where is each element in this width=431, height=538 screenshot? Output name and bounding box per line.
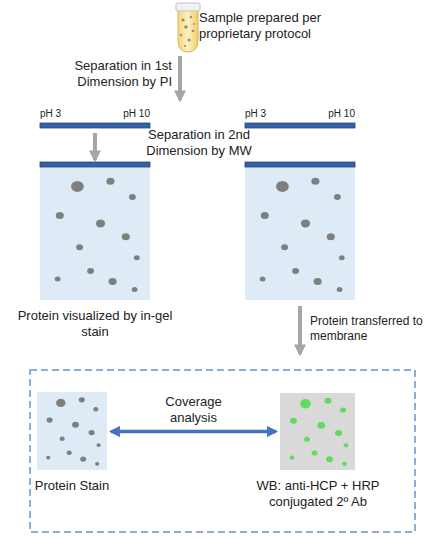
- protein-spot: [96, 443, 100, 447]
- particle: [180, 34, 182, 36]
- protein-spot: [327, 233, 335, 240]
- flow-arrow: [298, 306, 302, 354]
- protein-spot: [122, 233, 130, 240]
- protein-spot: [109, 278, 117, 285]
- step-label: Separation in 2nd Dimension by MW: [124, 127, 274, 159]
- protein-spot: [67, 451, 72, 456]
- protein-spot: [292, 268, 299, 274]
- particle: [187, 38, 190, 41]
- protein-spot: [56, 212, 64, 219]
- protein-spot: [326, 456, 333, 462]
- flow-arrow: [93, 133, 97, 160]
- protein-spot: [281, 244, 288, 250]
- test-tube: [176, 3, 200, 52]
- ph-label: pH 10: [110, 108, 150, 120]
- protein-spot: [89, 430, 95, 435]
- node-text: Protein visualized by in-gel stain: [15, 308, 175, 340]
- double-arrow: [111, 430, 276, 434]
- protein-spot: [87, 268, 94, 274]
- protein-spot: [301, 219, 310, 227]
- protein-spot: [314, 278, 322, 285]
- protein-spot: [300, 399, 311, 408]
- protein-spot: [340, 407, 346, 412]
- flow-arrow: [178, 56, 182, 100]
- strip-node: pH 3 pH 10: [243, 108, 357, 130]
- protein-spot: [79, 397, 85, 402]
- protein-spot: [337, 287, 343, 292]
- ph-label: pH 10: [315, 108, 355, 120]
- protein-spot: [93, 407, 98, 412]
- protein-spot: [290, 456, 295, 460]
- protein-spot: [325, 398, 332, 404]
- gel: [40, 162, 150, 300]
- protein-spot: [344, 443, 349, 447]
- protein-spot: [55, 276, 61, 281]
- protein-spot: [311, 178, 319, 185]
- protein-spot: [339, 255, 345, 260]
- edge-label: Coverage analysis: [157, 394, 231, 426]
- protein-spot: [71, 181, 84, 192]
- protein-spot: [276, 181, 289, 192]
- membrane-node: WB: anti-HCP + HRP conjugated 2º Ab: [280, 393, 355, 470]
- protein-spot: [47, 417, 53, 422]
- protein-spot: [72, 422, 79, 428]
- protein-spot: [95, 462, 99, 466]
- protein-spot: [46, 456, 50, 460]
- particle: [193, 23, 195, 25]
- dashed-frame: [30, 370, 415, 532]
- particle: [190, 16, 192, 18]
- ph-label: pH 3: [245, 108, 285, 120]
- protein-spot: [106, 178, 114, 185]
- node-text: Sample prepared per proprietary protocol: [199, 10, 339, 42]
- step-label: Separation in 1st Dimension by PI: [28, 58, 172, 90]
- gel-node: Protein Stain: [37, 392, 107, 470]
- protein-spot: [260, 276, 266, 281]
- protein-spot: [134, 255, 140, 260]
- protein-spot: [261, 212, 269, 219]
- ipg-strip: [40, 123, 150, 128]
- protein-spot: [312, 451, 318, 456]
- strip-node: pH 3 pH 10: [38, 108, 152, 130]
- particle: [184, 45, 186, 47]
- gel-node: Protein visualized by in-gel stain: [40, 162, 150, 300]
- ipg-strip: [245, 162, 355, 167]
- step-label: Protein transferred to membrane: [310, 314, 428, 344]
- ipg-strip: [40, 162, 150, 167]
- protein-spot: [76, 244, 83, 250]
- membrane: [280, 393, 355, 470]
- protein-spot: [342, 462, 347, 466]
- protein-spot: [56, 399, 65, 407]
- protein-spot: [96, 219, 105, 227]
- protein-spot: [129, 194, 136, 200]
- protein-spot: [60, 437, 65, 442]
- particle: [181, 18, 184, 21]
- ph-label: pH 3: [40, 108, 80, 120]
- protein-spot: [304, 437, 310, 442]
- protein-spot: [290, 418, 297, 424]
- gel: [37, 392, 107, 470]
- protein-spot: [334, 194, 341, 200]
- protein-spot: [335, 430, 342, 436]
- node-text: WB: anti-HCP + HRP conjugated 2º Ab: [238, 478, 398, 510]
- node-text: Protein Stain: [17, 478, 127, 494]
- protein-spot: [80, 456, 86, 461]
- protein-spot: [132, 287, 138, 292]
- protein-spot: [317, 422, 325, 429]
- sample-node: Sample prepared per proprietary protocol: [199, 10, 339, 46]
- ipg-strip: [245, 123, 355, 128]
- particle: [184, 25, 188, 29]
- particle: [192, 30, 195, 33]
- gel: [245, 162, 355, 300]
